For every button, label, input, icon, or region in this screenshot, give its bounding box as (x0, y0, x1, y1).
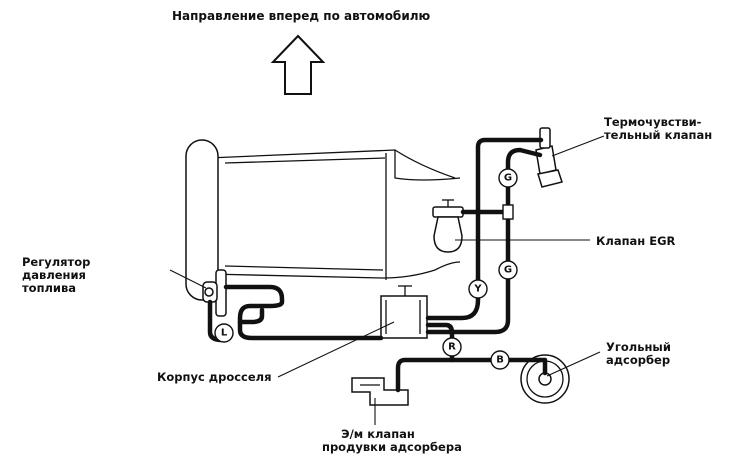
egr-valve-icon (432, 199, 464, 253)
thermo-valve-icon (535, 127, 563, 188)
label-purge-valve: Э/м клапан продувки адсорбера (322, 427, 462, 454)
label-thermo-valve: Термочувстви- тельный клапан (604, 115, 713, 142)
label-egr-valve: Клапан EGR (596, 234, 676, 248)
svg-text:G: G (504, 265, 512, 276)
label-throttle-body: Корпус дросселя (157, 370, 272, 384)
svg-text:G: G (504, 173, 512, 184)
diagram-title: Направление вперед по автомобилю (172, 9, 431, 23)
svg-text:Y: Y (473, 284, 482, 295)
hose-mark-g-upper: G (498, 168, 518, 188)
hose-mark-r: R (442, 337, 462, 357)
hose-mark-l: L (214, 323, 234, 343)
throttle-body-icon (380, 285, 428, 339)
purge-solenoid-icon (351, 377, 409, 406)
charcoal-canister-icon (520, 354, 570, 404)
hose-mark-g-lower: G (498, 260, 518, 280)
svg-text:L: L (221, 328, 228, 339)
svg-text:R: R (448, 342, 456, 353)
svg-text:B: B (496, 355, 504, 366)
intake-manifold (185, 139, 461, 301)
manifold-end-cap (185, 139, 219, 301)
leader-lines (169, 135, 605, 425)
label-charcoal-canister: Угольный адсорбер (606, 340, 671, 367)
forward-arrow-icon (270, 34, 326, 95)
hose-mark-y: Y (468, 279, 488, 299)
label-fuel-regulator: Регулятор давления топлива (22, 255, 91, 295)
fuel-regulator-icon (202, 269, 227, 317)
hose-mark-b: B (490, 350, 510, 370)
